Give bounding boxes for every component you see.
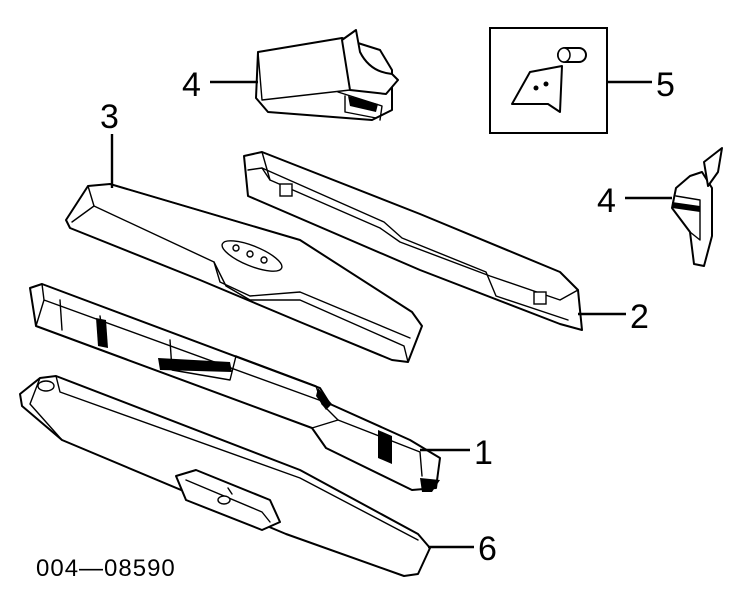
part-4-right-bracket xyxy=(671,147,723,267)
part-5-clip-kit xyxy=(489,27,608,134)
callout-5: 5 xyxy=(656,66,675,104)
callout-6: 6 xyxy=(478,530,497,568)
callout-1: 1 xyxy=(474,434,493,472)
part-3-cross-member xyxy=(65,183,423,363)
callout-3: 3 xyxy=(100,98,119,136)
callout-4-right: 4 xyxy=(597,182,616,220)
part-2-rail xyxy=(243,151,583,331)
callout-2: 2 xyxy=(630,298,649,336)
leader-lines xyxy=(110,80,672,549)
part-1-channel xyxy=(29,283,441,492)
part-4-top-bracket xyxy=(255,29,399,121)
callout-4-top: 4 xyxy=(182,66,201,104)
diagram-code: 004—08590 xyxy=(36,555,176,582)
part-6-step-pad xyxy=(19,375,431,577)
